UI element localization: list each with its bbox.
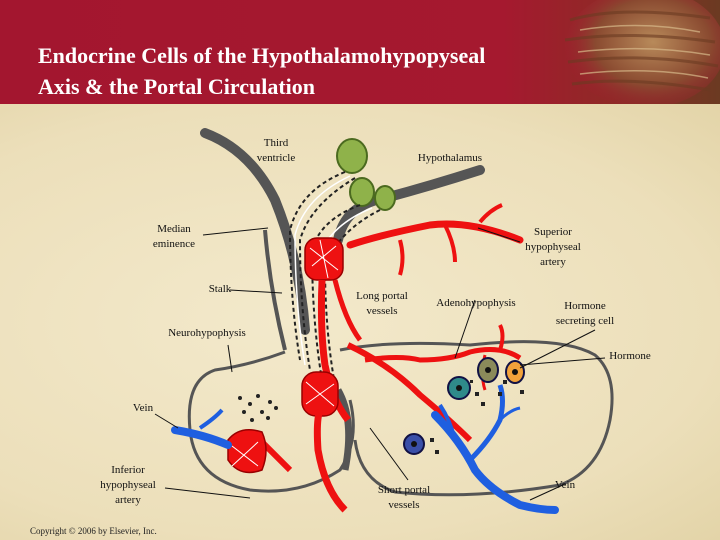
label-inferior-artery-line3: artery xyxy=(115,494,141,506)
neurohypophysis-outline xyxy=(187,350,355,493)
leader-lines xyxy=(154,227,606,501)
label-third-ventricle-line1: Third xyxy=(263,137,289,149)
label-neurohypophysis: Neurohypophysis xyxy=(168,327,246,339)
label-short-portal-line2: vessels xyxy=(388,499,420,511)
title-banner: Endocrine Cells of the Hypothalamohypopy… xyxy=(0,0,720,104)
vein-left xyxy=(171,426,232,449)
label-superior-artery-line3: artery xyxy=(540,256,566,268)
label-vein-right: Vein xyxy=(554,479,576,491)
neurohypophysis-shadow xyxy=(334,388,353,471)
label-long-portal: Long portal vessels xyxy=(345,289,419,319)
slide-background xyxy=(0,104,720,540)
label-hormone-secreting-cell-line2: secreting cell xyxy=(555,315,615,327)
label-adenohypophysis: Adenohypophysis xyxy=(436,297,516,309)
label-median-eminence: Median eminence xyxy=(146,222,202,252)
neuron-body-2 xyxy=(349,177,375,207)
label-inferior-artery-line1: Inferior xyxy=(111,464,145,476)
title-line-2: Axis & the Portal Circulation xyxy=(38,74,316,99)
hormone-granules xyxy=(430,380,524,454)
label-third-ventricle-line2: ventricle xyxy=(256,152,296,164)
neuron-body-1 xyxy=(336,138,368,174)
label-hormone: Hormone xyxy=(609,350,651,362)
label-hormone-secreting-cell-line1: Hormone xyxy=(564,300,606,312)
label-superior-artery-line1: Superior xyxy=(534,226,572,238)
label-long-portal-line2: vessels xyxy=(366,305,398,317)
inferior-artery xyxy=(313,408,348,513)
label-superior-artery: Superior hypophyseal artery xyxy=(515,225,591,270)
decorative-texture xyxy=(564,0,720,104)
copyright-notice: Copyright © 2006 by Elsevier, Inc. xyxy=(30,526,157,536)
superior-artery xyxy=(346,220,524,249)
label-inferior-artery-line2: hypophyseal xyxy=(100,479,156,491)
label-short-portal: Short portal vessels xyxy=(366,483,442,513)
label-vein-left: Vein xyxy=(132,402,154,414)
label-median-eminence-line2: eminence xyxy=(152,238,196,250)
label-short-portal-line1: Short portal xyxy=(377,484,431,496)
label-median-eminence-line1: Median xyxy=(157,223,191,235)
label-long-portal-line1: Long portal xyxy=(356,290,408,302)
axon-terminals xyxy=(238,394,278,422)
brain-outline xyxy=(200,128,310,335)
label-hormone-secreting-cell: Hormone secreting cell xyxy=(545,299,625,329)
label-stalk: Stalk xyxy=(208,283,232,295)
stalk-outline xyxy=(263,229,287,351)
label-superior-artery-line2: hypophyseal xyxy=(525,241,581,253)
label-hypothalamus: Hypothalamus xyxy=(417,152,483,164)
adenohypophysis-outline xyxy=(339,340,614,497)
slide-title: Endocrine Cells of the Hypothalamohypopy… xyxy=(38,40,485,102)
neuron-body-3 xyxy=(374,185,396,211)
superior-artery-branch xyxy=(443,224,457,263)
label-third-ventricle: Third ventricle xyxy=(250,136,302,166)
title-line-1: Endocrine Cells of the Hypothalamohypopy… xyxy=(38,43,486,68)
inferior-plexus xyxy=(227,429,267,474)
superior-artery-branch-2 xyxy=(398,239,405,276)
label-inferior-artery: Inferior hypophyseal artery xyxy=(88,463,168,508)
